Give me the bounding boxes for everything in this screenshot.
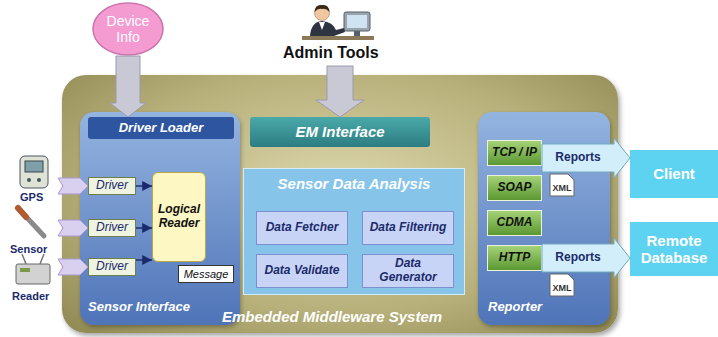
xml-label: XML <box>550 183 574 193</box>
box-label: EM Interface <box>295 123 384 140</box>
admin-figure <box>302 5 374 40</box>
box-label: TCP / IP <box>492 146 537 160</box>
em-interface-bar: EM Interface <box>250 117 430 147</box>
xml-label: XML <box>550 283 574 293</box>
box-label: Client <box>653 165 695 182</box>
xml-document <box>550 174 574 296</box>
analysis-step-box: Data Filtering <box>362 211 454 245</box>
box-label: Driver <box>96 221 128 235</box>
logical-reader-box: Logical Reader <box>152 172 206 262</box>
box-label: Driver Loader <box>119 121 204 136</box>
analysis-panel: Sensor Data AnalysisData Fetcher Data Fil… <box>243 168 465 295</box>
edge-label: Reports <box>553 251 602 265</box>
device-label: Reader <box>12 290 49 303</box>
box-label: Driver <box>96 260 128 274</box>
box-label: Driver <box>96 179 128 193</box>
panel-title: Sensor Interface <box>88 300 248 315</box>
edge-label: Reports <box>553 151 602 165</box>
driver-box: Driver <box>88 258 136 276</box>
analysis-step-box: Data Generator <box>362 254 454 288</box>
protocol-box: HTTP <box>487 245 542 271</box>
box-label: Data Filtering <box>370 221 447 235</box>
arrow-connector <box>136 185 152 186</box>
gps-icon <box>20 156 48 188</box>
protocol-box: TCP / IP <box>487 140 542 166</box>
sensor-icon <box>18 208 44 236</box>
box-label: SOAP <box>497 181 531 195</box>
box-label: Message <box>184 268 229 281</box>
driver-loader-bar: Driver Loader <box>88 117 234 139</box>
block-arrow <box>542 238 630 278</box>
device-label: Sensor <box>10 243 47 256</box>
device-info-label: Device Info <box>94 13 162 45</box>
arrow-connector <box>136 227 152 228</box>
admin-arrow <box>316 66 364 117</box>
block-arrow <box>110 56 146 117</box>
client-box: Client <box>630 150 718 198</box>
panel-title: Sensor Data Analysis <box>244 175 464 192</box>
device-label: GPS <box>20 191 43 204</box>
device-info-circle: Device Info <box>92 2 164 56</box>
system-title: Embedded Middleware System <box>222 308 718 325</box>
arrow-connector <box>136 259 152 260</box>
box-label: CDMA <box>497 216 533 230</box>
box-label: Data Validate <box>265 264 340 278</box>
protocol-box: SOAP <box>487 175 542 201</box>
admin-label: Admin Tools <box>283 44 379 62</box>
remote-database-box: Remote Database <box>630 222 718 276</box>
input-chevron <box>58 178 88 275</box>
box-label: Logical Reader <box>155 203 203 231</box>
box-label: Remote Database <box>632 232 716 267</box>
message-box: Message <box>178 265 234 283</box>
panel-title: Reporter <box>488 300 620 315</box>
box-label: Data Generator <box>365 257 451 285</box>
box-label: HTTP <box>499 251 530 265</box>
box-label: Data Fetcher <box>266 221 339 235</box>
driver-box: Driver <box>88 177 136 195</box>
analysis-step-box: Data Fetcher <box>256 211 348 245</box>
driver-box: Driver <box>88 219 136 237</box>
reader-icon <box>16 254 50 284</box>
protocol-box: CDMA <box>487 210 542 236</box>
analysis-step-box: Data Validate <box>256 254 348 288</box>
block-arrow <box>542 138 630 178</box>
sensor-interface-panel: Sensor InterfaceDriver LoaderDriverDrive… <box>80 112 240 325</box>
